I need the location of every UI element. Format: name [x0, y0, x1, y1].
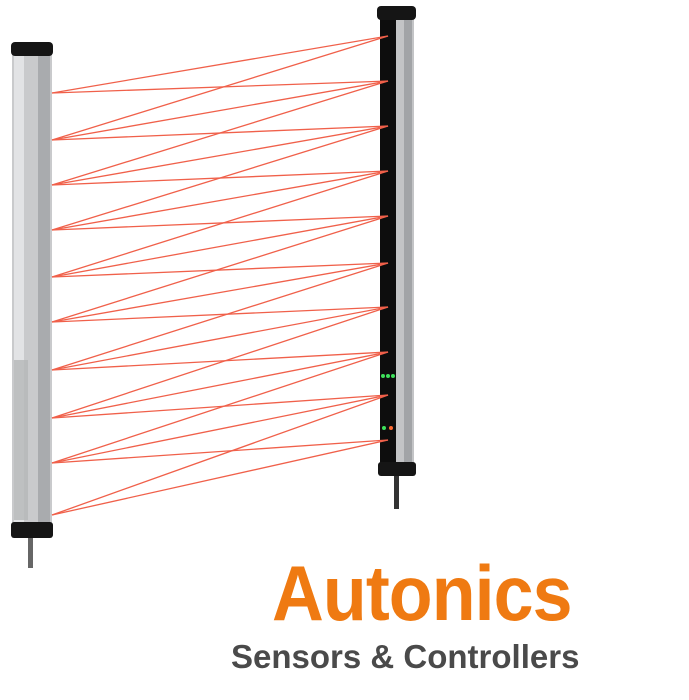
- light-beam: [51, 215, 389, 231]
- light-beam: [51, 80, 389, 141]
- cables: [28, 474, 399, 568]
- light-beam: [51, 35, 389, 94]
- light-beam: [51, 394, 389, 464]
- light-beam: [51, 125, 389, 186]
- receiver-pole: [377, 6, 416, 476]
- light-beam: [51, 306, 389, 323]
- brand-tagline: Sensors & Controllers: [231, 638, 580, 675]
- right-cable: [394, 474, 399, 509]
- emitter-cap-top: [11, 42, 53, 56]
- light-beam: [51, 439, 389, 516]
- light-beams: [51, 35, 389, 516]
- light-beam: [51, 439, 389, 464]
- light-beam: [51, 170, 389, 231]
- light-beam: [51, 35, 389, 141]
- light-beam: [51, 262, 389, 371]
- light-beam: [51, 125, 389, 231]
- light-beam: [51, 80, 389, 94]
- light-beam: [51, 215, 389, 278]
- emitter-pole: [11, 42, 53, 538]
- light-beam: [51, 262, 389, 278]
- light-beam: [51, 351, 389, 419]
- light-beam: [51, 394, 389, 419]
- light-beam: [51, 262, 389, 323]
- indicator-led: [381, 374, 385, 378]
- brand-logo: Autonics: [272, 549, 573, 637]
- indicator-led: [389, 426, 393, 430]
- emitter-label: [14, 360, 28, 520]
- light-beam: [51, 306, 389, 419]
- indicator-led: [386, 374, 390, 378]
- light-beam: [51, 306, 389, 371]
- indicator-leds: [381, 374, 395, 430]
- indicator-led: [382, 426, 386, 430]
- light-beam: [51, 351, 389, 464]
- light-beam: [51, 80, 389, 186]
- light-beam: [51, 170, 389, 278]
- left-cable: [28, 538, 33, 568]
- receiver-cap-top: [377, 6, 416, 20]
- light-beam: [51, 215, 389, 323]
- emitter-cap-bottom: [11, 522, 53, 538]
- light-beam: [51, 394, 389, 516]
- light-beam: [51, 351, 389, 371]
- indicator-led: [391, 374, 395, 378]
- receiver-cap-bottom: [378, 462, 416, 476]
